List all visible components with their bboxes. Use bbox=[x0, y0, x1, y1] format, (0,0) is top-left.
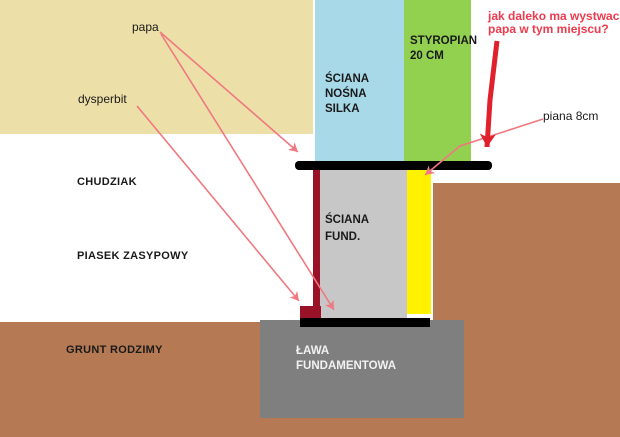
styropian-line2: 20 CM bbox=[410, 50, 444, 62]
styropian-line1: STYROPIAN bbox=[410, 35, 478, 47]
sciana-nosna-line1: ŚCIANA bbox=[325, 73, 370, 85]
coating-dysperbit-strip bbox=[313, 168, 320, 318]
membrane-papa-bottom-bar bbox=[300, 318, 430, 327]
insulation-piana-8cm-strip bbox=[407, 164, 431, 314]
sciana-nosna-line2: NOŚNA bbox=[325, 88, 367, 100]
question-thick-arrow bbox=[479, 40, 500, 148]
lawa-fundamentowa-label: ŁAWA FUNDAMENTOWA bbox=[296, 344, 396, 374]
dysperbit-arrow bbox=[136, 105, 300, 302]
question-line1: jak daleko ma wystwac bbox=[488, 9, 620, 23]
chudziak-label: CHUDZIAK bbox=[77, 176, 137, 188]
question-annotation: jak daleko ma wystwac papa w tym miejscu… bbox=[488, 10, 619, 36]
sciana-fund-label: ŚCIANA FUND. bbox=[325, 212, 369, 246]
sciana-fund-line2: FUND. bbox=[325, 231, 361, 243]
sciana-nosna-line3: SILKA bbox=[325, 103, 360, 115]
footing-lawa-fundamentowa bbox=[260, 320, 464, 418]
lawa-line2: FUNDAMENTOWA bbox=[296, 360, 397, 372]
sciana-nosna-silka-label: ŚCIANA NOŚNA SILKA bbox=[325, 72, 369, 117]
piasek-zasypowy-label: PIASEK ZASYPOWY bbox=[77, 250, 189, 262]
styropian-label: STYROPIAN 20 CM bbox=[410, 34, 477, 64]
sciana-fund-line1: ŚCIANA bbox=[325, 214, 370, 226]
papa-label: papa bbox=[132, 20, 159, 34]
lawa-line1: ŁAWA bbox=[296, 345, 330, 357]
insulation-styropian-20cm bbox=[404, 0, 471, 161]
coating-dysperbit-foot bbox=[300, 306, 321, 318]
membrane-papa-top-bar bbox=[295, 161, 492, 170]
question-line2: papa w tym miejscu? bbox=[488, 22, 609, 36]
dysperbit-label: dysperbit bbox=[78, 92, 127, 106]
piana-8cm-label: piana 8cm bbox=[543, 109, 599, 123]
grunt-rodzimy-label: GRUNT RODZIMY bbox=[66, 344, 163, 356]
